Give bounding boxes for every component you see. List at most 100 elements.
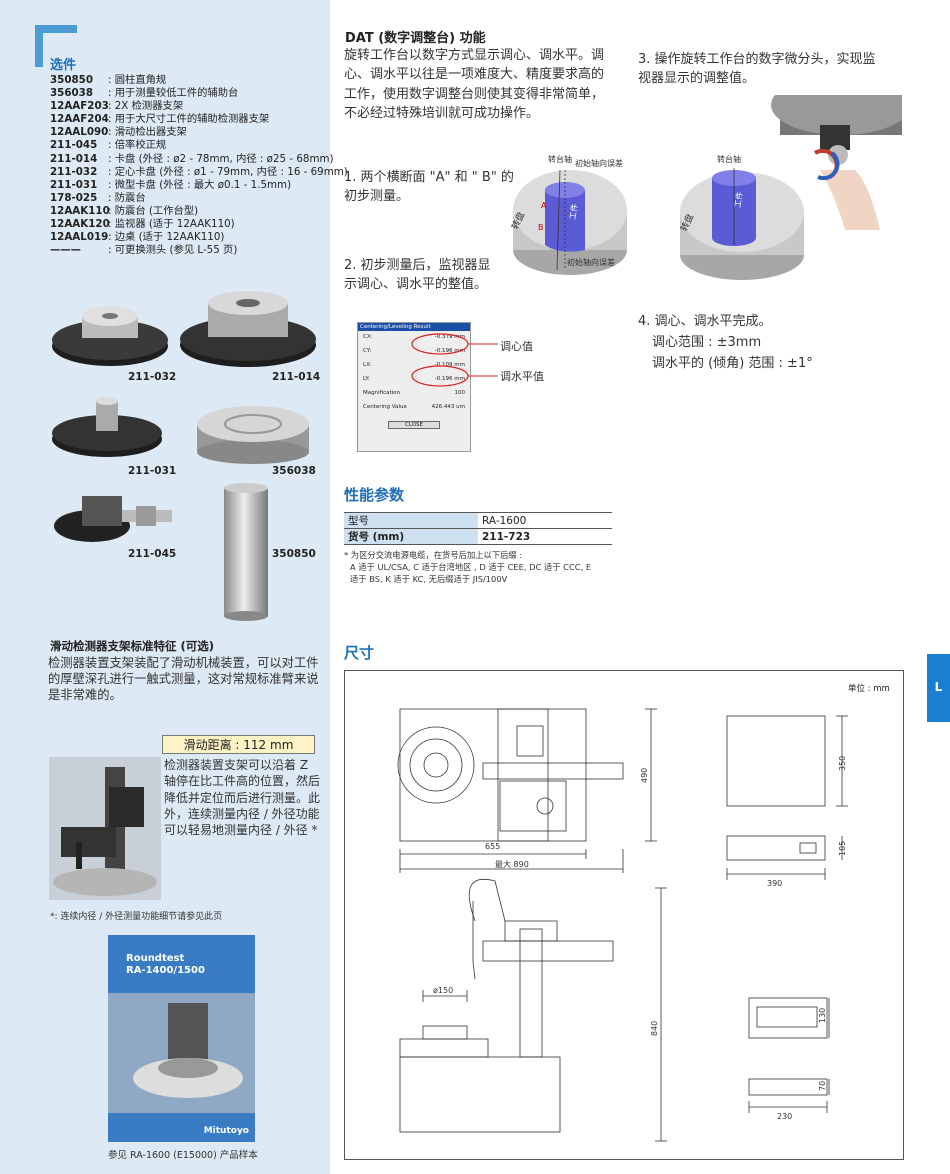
caption-211045: 211-045 xyxy=(128,548,177,560)
option-item: ———: 可更换测头 (参见 L-55 页) xyxy=(50,244,238,257)
dat-body: 旋转工作台以数字方式显示调心、调水平。调心、调水平以往是一项难度大、精度要求高的… xyxy=(344,48,605,122)
step-4-centering-range: 调心范围 : ±3mm xyxy=(652,335,762,350)
dim-490: 490 xyxy=(640,768,649,783)
turntable-diagram-2: 转台轴 工件 转盘 xyxy=(678,154,804,280)
spec-note-line: A 适于 UL/CSA, C 适于台湾地区 , D 适于 CEE, DC 适于 … xyxy=(350,562,592,572)
dialog-row-value: -0.196 mm xyxy=(434,376,465,382)
corner-accent xyxy=(35,25,77,67)
micrometer-hand-image xyxy=(771,95,902,230)
svg-text:A: A xyxy=(541,201,547,210)
option-item: 211-031: 微型卡盘 (外径 : 最大 ø0.1 - 1.5mm) xyxy=(50,178,292,191)
option-desc: 倍率校正规 xyxy=(114,139,167,152)
dialog-row-key: Magnification xyxy=(363,390,401,396)
dimension-drawings: 655 最大 890 490 350 105 390 ø150 840 130 … xyxy=(397,708,848,1142)
dialog-row: LX:-0.109 mm xyxy=(363,362,465,376)
svg-text:B: B xyxy=(538,223,544,232)
dialog-row: CX:-0.379 mm xyxy=(363,334,465,348)
spec-label: 货号 (mm) xyxy=(344,528,478,545)
section-tab[interactable]: L xyxy=(927,654,950,722)
option-item: 350850: 圆柱直角规 xyxy=(50,74,167,86)
option-desc: 卡盘 (外径 : ø2 - 78mm, 内径 : ø25 - 68mm) xyxy=(114,152,334,165)
option-code: 211-031 xyxy=(50,178,98,191)
dim-130: 130 xyxy=(818,1008,827,1023)
dialog-row-value: 426.443 um xyxy=(431,404,465,410)
slide-title: 滑动检测器支架标准特征 (可选) xyxy=(50,639,215,653)
step-2: 2. 初步测量后，监视器显示调心、调水平的整值。 xyxy=(344,258,491,292)
dim-350: 350 xyxy=(838,756,847,771)
dim-655: 655 xyxy=(485,842,500,851)
dialog-row-value: -0.379 mm xyxy=(434,334,465,340)
slide-description: 检测器装置支架可以沿着 Z 轴停在比工件高的位置，然后降低并定位而后进行测量。此… xyxy=(164,758,321,838)
option-desc: 微型卡盘 (外径 : 最大 ø0.1 - 1.5mm) xyxy=(114,178,292,191)
dialog-close-button[interactable]: CLOSE xyxy=(388,421,440,429)
slide-distance-box: 滑动距离 : 112 mm xyxy=(162,735,315,754)
option-code: 12AAF204 xyxy=(50,113,109,126)
option-desc: 用于测量较低工件的辅助台 xyxy=(114,87,239,100)
option-item: 211-032: 定心卡盘 (外径 : ø1 - 79mm, 内径 : 16 -… xyxy=(50,165,348,178)
spec-note: * 为区分交流电源电缆，在货号后加上以下后缀 : A 适于 UL/CSA, C … xyxy=(344,549,619,585)
option-code: 211-045 xyxy=(50,139,98,152)
option-desc: 监视器 (适于 12AAK110) xyxy=(114,218,235,231)
dialog-row-value: -0.109 mm xyxy=(434,362,465,368)
option-item: 356038: 用于测量较低工件的辅助台 xyxy=(50,87,239,100)
options-list: 350850: 圆柱直角规 356038: 用于测量较低工件的辅助台 12AAF… xyxy=(50,74,348,257)
dim-70: 70 xyxy=(818,1081,827,1091)
dim-390: 390 xyxy=(767,879,782,888)
option-desc: 圆柱直角规 xyxy=(114,74,167,86)
option-item: 12AAK110: 防震台 (工作台型) xyxy=(50,204,199,217)
spec-label: 型号 xyxy=(344,512,478,529)
caption-350850: 350850 xyxy=(272,548,316,560)
brochure-title-1: Roundtest xyxy=(126,953,185,964)
option-code: ——— xyxy=(50,244,81,257)
dialog-callouts xyxy=(411,333,498,387)
centering-value-label: 调心值 xyxy=(500,340,533,353)
option-desc: 防震台 xyxy=(114,191,146,204)
cylinder-350850-image xyxy=(224,483,268,621)
leveling-value-label: 调水平值 xyxy=(500,370,544,383)
option-code: 356038 xyxy=(50,87,93,100)
initial-axis-error-top-label: 初始轴向误差 xyxy=(575,158,623,168)
option-code: 12AAK120 xyxy=(50,218,110,231)
brochure-image: Roundtest RA-1400/1500 Mitutoyo xyxy=(108,935,255,1142)
caption-211031: 211-031 xyxy=(128,465,177,477)
chuck-211031-image xyxy=(52,397,162,457)
option-desc: 可更换测头 (参见 L-55 页) xyxy=(114,244,238,257)
option-item: 12AAF204: 用于大尺寸工件的辅助检测器支架 xyxy=(50,113,270,126)
dialog-row-value: -0.196 mm xyxy=(434,348,465,354)
brochure-photo xyxy=(108,993,255,1113)
option-desc: 边桌 (适于 12AAK110) xyxy=(114,231,225,244)
dialog-title: Centering/Leveling Result xyxy=(358,323,470,331)
option-code: 12AAF203 xyxy=(50,100,109,113)
option-code: 350850 xyxy=(50,74,93,86)
gauge-211045-image xyxy=(54,496,172,542)
dim-840: 840 xyxy=(650,1021,659,1036)
dim-890: 最大 890 xyxy=(495,859,529,869)
step-4-leveling-range: 调水平的 (倾角) 范围 : ±1° xyxy=(652,356,813,371)
option-desc: 2X 检测器支架 xyxy=(114,100,184,113)
option-desc: 防震台 (工作台型) xyxy=(114,204,199,217)
initial-axis-error-bottom-label: 初始轴向误差 xyxy=(567,257,615,267)
option-item: 12AAL090: 滑动检出器支架 xyxy=(50,126,187,139)
option-code: 211-014 xyxy=(50,152,98,165)
step-1: 1. 两个横断面 "A" 和 " B" 的初步测量。 xyxy=(344,170,514,204)
dialog-row: LY:-0.196 mm xyxy=(363,376,465,390)
option-item: 211-045: 倍率校正规 xyxy=(50,139,167,152)
brochure-caption: 参见 RA-1600 (E15000) 产品样本 xyxy=(108,1150,258,1161)
option-item: 12AAK120: 监视器 (适于 12AAK110) xyxy=(50,218,235,231)
option-desc: 用于大尺寸工件的辅助检测器支架 xyxy=(114,113,270,126)
turntable-label-2: 转台轴 xyxy=(717,154,741,164)
spec-title: 性能参数 xyxy=(344,486,405,504)
chuck-211014-image xyxy=(180,291,316,367)
unit-label: 单位 : mm xyxy=(848,684,890,694)
workpiece-label: 工件 xyxy=(567,203,580,220)
options-title: 选件 xyxy=(50,58,77,73)
caption-356038: 356038 xyxy=(272,465,316,477)
slide-note: *: 连续内径 / 外径测量功能细节请参见此页 xyxy=(50,912,223,922)
slide-detector-image xyxy=(49,757,161,900)
spec-note-line: * 为区分交流电源电缆，在货号后加上以下后缀 : xyxy=(344,550,523,560)
dialog-row-key: CY: xyxy=(363,348,372,354)
